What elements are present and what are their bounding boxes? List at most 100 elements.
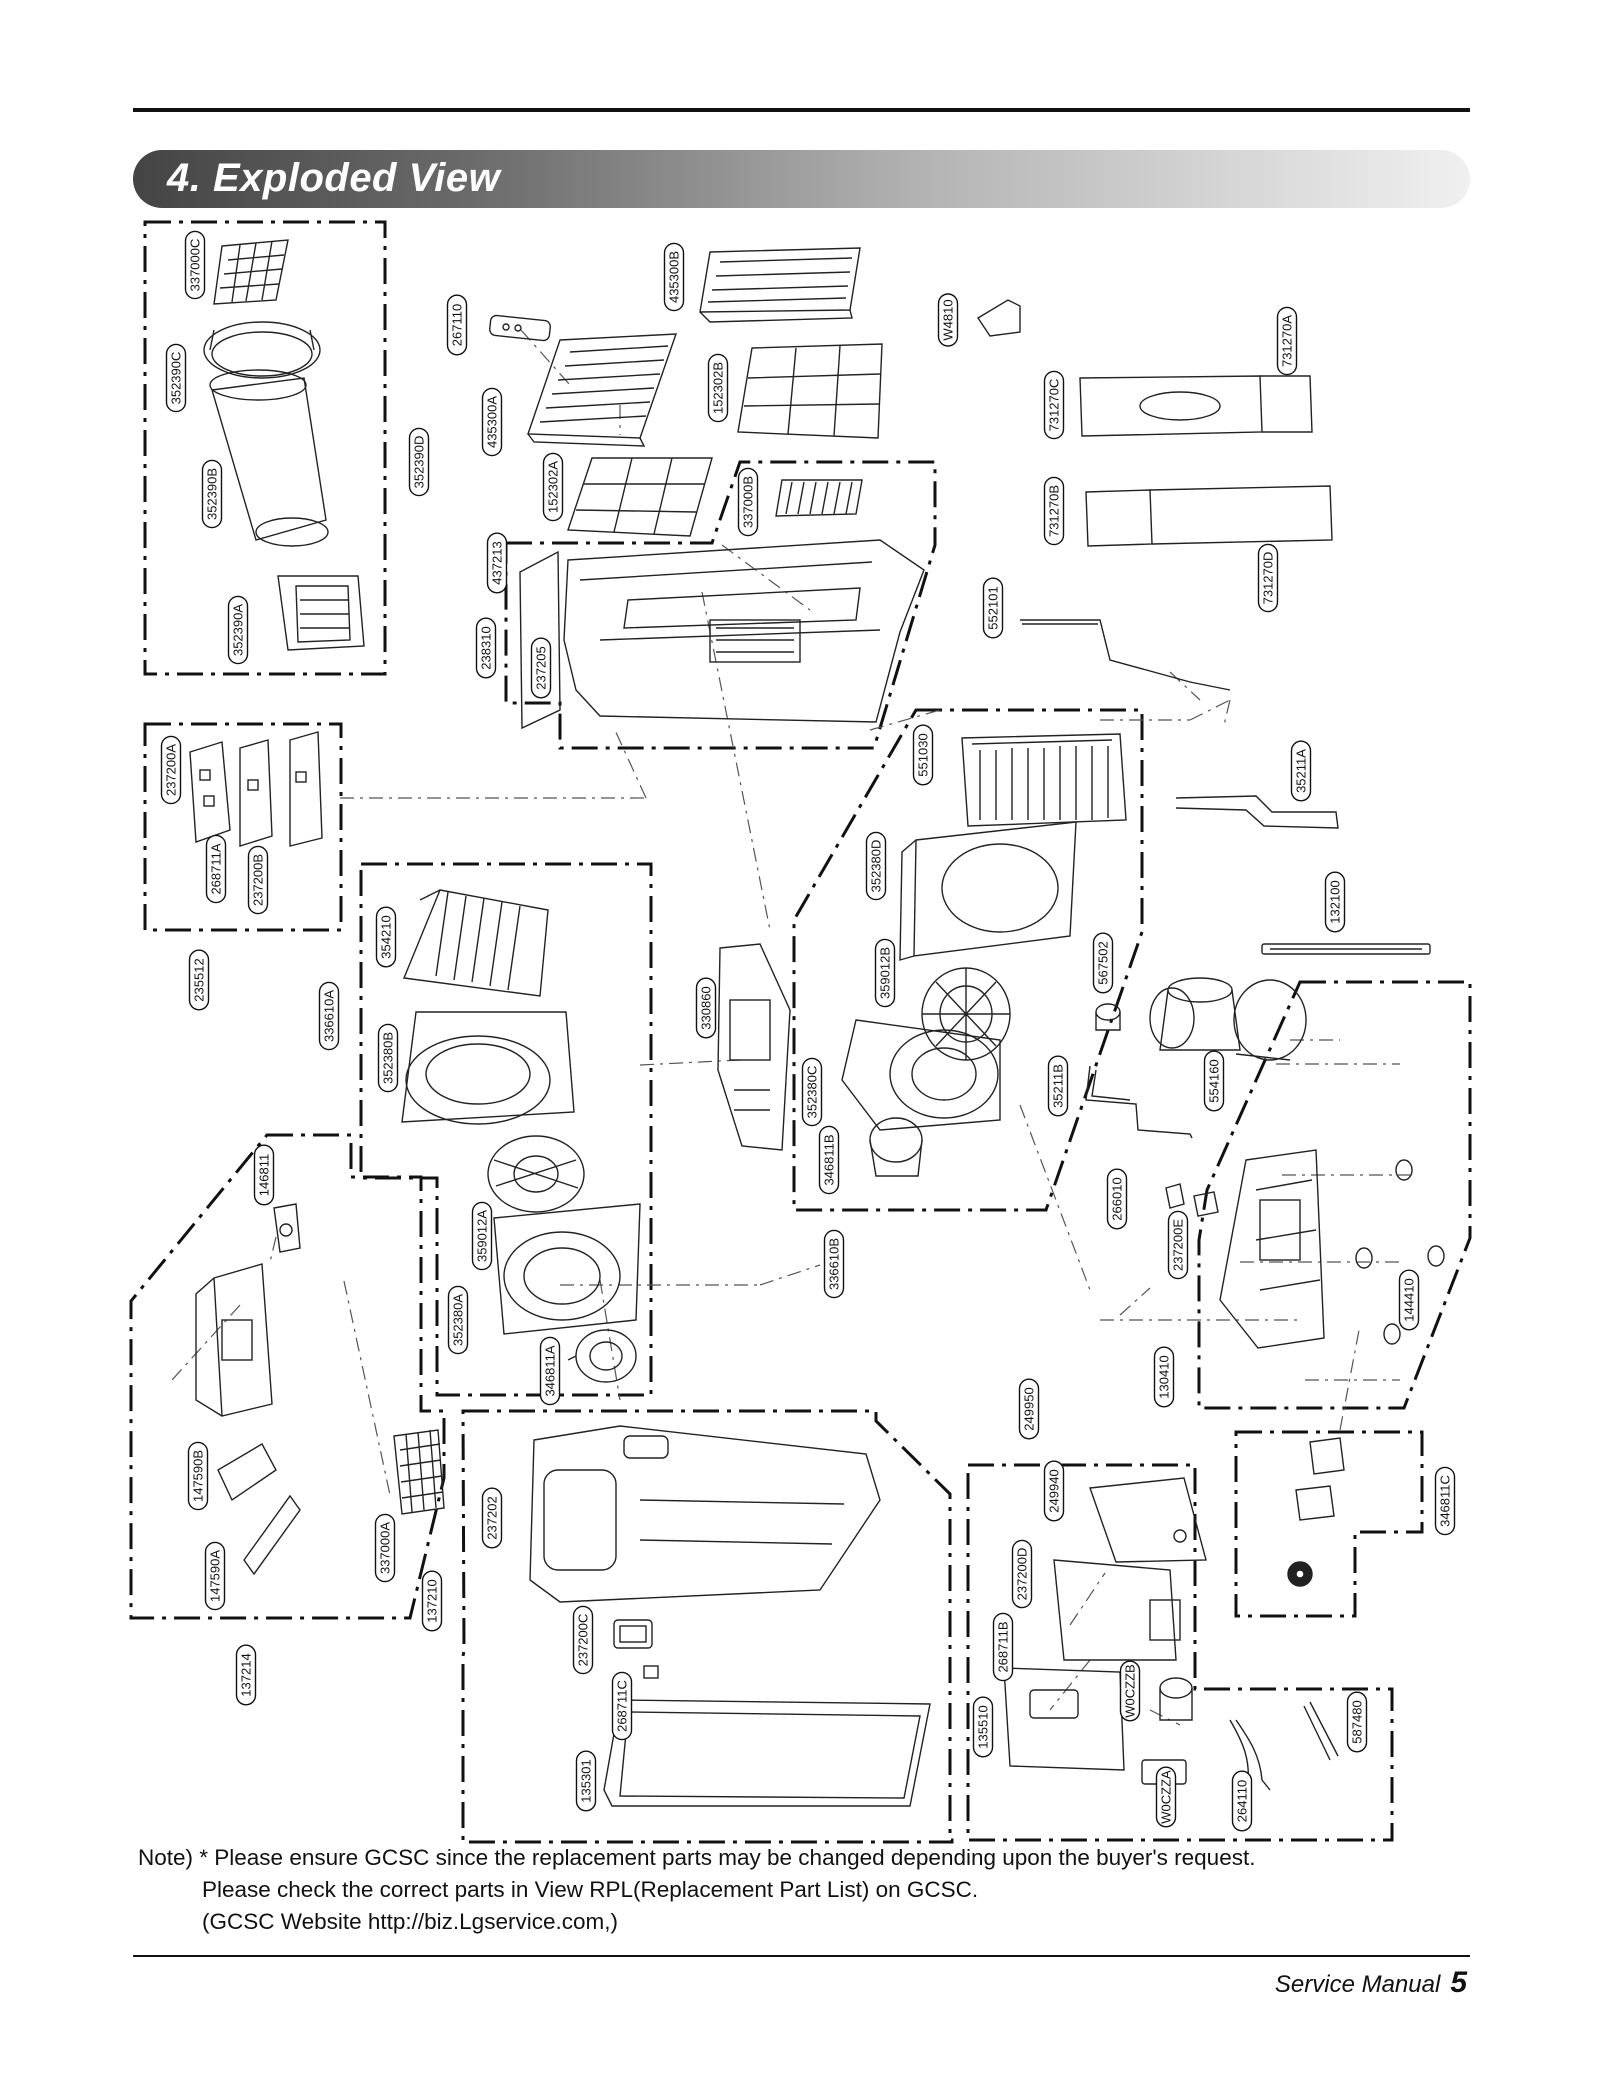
part-callout-731270d: 731270D [1257, 543, 1279, 613]
callout-label: 352380D [869, 840, 884, 893]
callout-label: 346811A [543, 1345, 558, 1396]
grille-337000a [393, 1429, 445, 1515]
part-callout-337000a: 337000A [374, 1513, 396, 1583]
remote-267110 [489, 314, 551, 342]
part-callout-554160: 554160 [1203, 1050, 1225, 1112]
part-callout-135510: 135510 [972, 1696, 994, 1758]
callout-label: 147590B [191, 1450, 206, 1502]
control-box-249940 [1089, 1477, 1207, 1563]
callout-label: 237205 [534, 646, 549, 689]
callout-oval [421, 1570, 443, 1632]
section-banner: 4. Exploded View [133, 150, 1470, 208]
filter-147590a [243, 1494, 301, 1576]
fan-housing-352380b [401, 1011, 575, 1125]
boundary-pump-group [1234, 1430, 1424, 1618]
callout-label: 237200A [164, 744, 179, 796]
part-callout-237200c: 237200C [572, 1605, 594, 1675]
part-callout-132100: 132100 [1324, 871, 1346, 933]
callout-label: 135510 [976, 1705, 991, 1748]
callout-oval [542, 452, 564, 522]
part-callout-w0czza: W0CZZA [1155, 1766, 1177, 1828]
evaporator-housing-352380d [899, 821, 1077, 961]
section-title: 4. Exploded View [167, 156, 501, 200]
callout-label: 337000C [188, 239, 203, 292]
callout-oval [992, 1612, 1014, 1682]
capacitor-567502 [1095, 1003, 1121, 1031]
boundary-control-group [143, 722, 343, 932]
callout-label: 352380C [805, 1066, 820, 1119]
casters-144410 [1355, 1159, 1445, 1345]
part-callout-587480: 587480 [1346, 1691, 1368, 1753]
part-callout-336610a: 336610A [318, 981, 340, 1051]
control-boards-237200 [189, 731, 323, 847]
callout-label: 352380B [381, 1032, 396, 1084]
callout-oval [247, 845, 269, 915]
callout-oval [912, 724, 934, 786]
part-callout-264110: 264110 [1231, 1770, 1253, 1832]
pump-346811c [1287, 1437, 1345, 1587]
callout-oval [663, 242, 685, 312]
callout-label: 551030 [916, 733, 931, 776]
part-callout-352380b: 352380B [377, 1023, 399, 1093]
control-box-237200d [1053, 1559, 1181, 1661]
callout-label: 132100 [1328, 880, 1343, 923]
duct-ring-352390c [203, 321, 321, 379]
evaporator-551030 [961, 733, 1127, 827]
callout-oval [972, 1696, 994, 1758]
callout-label: 346811B [822, 1134, 837, 1185]
callout-oval [377, 1023, 399, 1093]
callout-oval [982, 577, 1004, 639]
callout-oval [235, 1644, 257, 1706]
callout-label: 268711A [209, 843, 224, 894]
manual-name: Service Manual [1274, 1971, 1441, 1998]
part-callout-237200d: 237200D [1011, 1539, 1033, 1609]
callout-oval [1153, 1346, 1175, 1408]
part-callout-137210: 137210 [421, 1570, 443, 1632]
note-line-1: Note) * Please ensure GCSC since the rep… [138, 1845, 1256, 1870]
callout-oval [874, 938, 896, 1008]
part-callout-147590b: 147590B [187, 1441, 209, 1511]
front-grille-135301 [603, 1699, 931, 1807]
callout-label: 35211B [1051, 1064, 1066, 1108]
filter-grid-337000c [213, 239, 289, 305]
callout-oval [201, 459, 223, 529]
callout-label: 352380A [451, 1294, 466, 1346]
callout-oval [937, 293, 959, 347]
callout-oval [539, 1336, 561, 1406]
part-callout-238310: 238310 [475, 617, 497, 679]
callout-oval [475, 617, 497, 679]
callout-label: 359012A [475, 1210, 490, 1262]
callout-oval [695, 977, 717, 1039]
callout-oval [1203, 1050, 1225, 1112]
side-cover-238310 [519, 550, 561, 730]
boundary-electrical-group [966, 1463, 1394, 1842]
callout-oval [205, 834, 227, 904]
compressor-554160 [1149, 977, 1307, 1061]
blower-wheel-359012a [487, 1135, 585, 1213]
led-268711c [643, 1665, 659, 1679]
part-callout-552101: 552101 [982, 577, 1004, 639]
leader-lines [171, 329, 1410, 1726]
filter-152302b [737, 343, 883, 439]
boundary-left-panel-group [129, 1133, 446, 1620]
callout-label: 346811C [1438, 1475, 1453, 1527]
callout-oval [737, 467, 759, 537]
filter-147590b [217, 1443, 277, 1502]
callout-oval [1047, 1055, 1069, 1117]
callout-label: 35211A [1294, 749, 1309, 793]
grille-435300a [527, 333, 678, 447]
group-boundaries [129, 220, 1472, 1844]
part-callout-346811c: 346811C [1434, 1466, 1456, 1536]
part-callout-352380c: 352380C [801, 1057, 823, 1127]
pcb-146811 [273, 1203, 301, 1253]
part-callout-249940: 249940 [1043, 1460, 1065, 1522]
callout-oval [204, 1541, 226, 1611]
callout-oval [160, 735, 182, 805]
callout-oval [530, 637, 552, 699]
callout-oval [1324, 871, 1346, 933]
pipe-35211a [1175, 795, 1339, 829]
callout-label: 731270D [1261, 552, 1276, 605]
callout-oval [1018, 1378, 1040, 1440]
part-callout-237202: 237202 [481, 1487, 503, 1549]
callout-oval [1092, 932, 1114, 994]
